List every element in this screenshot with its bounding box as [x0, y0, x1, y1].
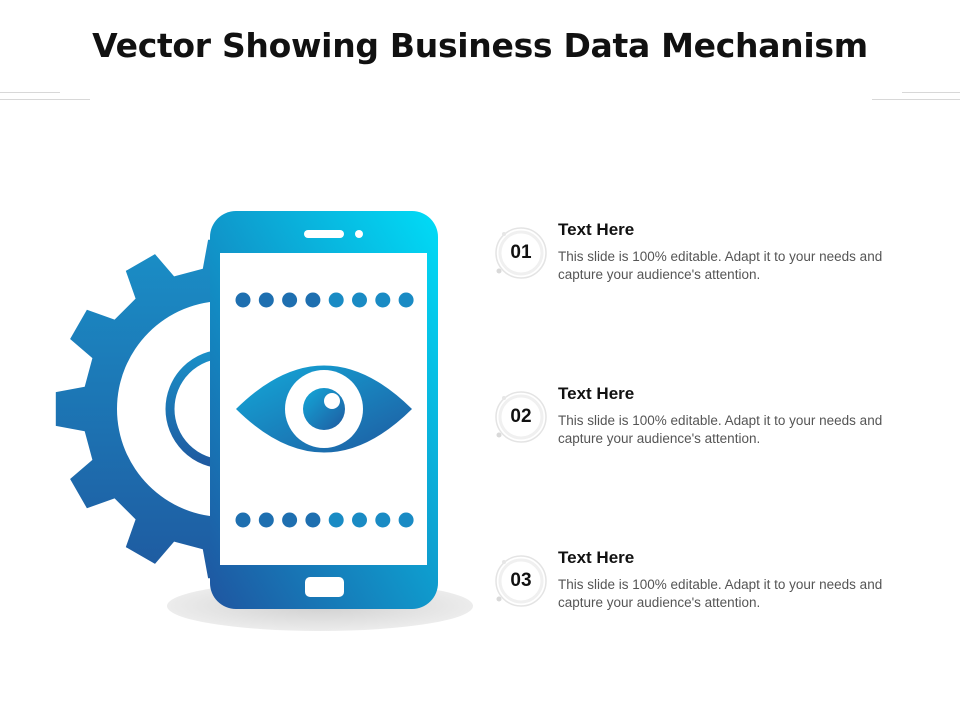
step-number: 02	[510, 406, 532, 427]
data-dot	[258, 512, 274, 528]
badge-ring-icon	[495, 391, 547, 443]
data-dot	[328, 292, 344, 308]
data-dots-bottom	[235, 512, 414, 528]
data-dots-top	[235, 292, 414, 308]
mechanism-illustration	[55, 211, 473, 631]
step-number: 03	[510, 570, 532, 591]
eye-icon	[236, 365, 412, 453]
step-description: This slide is 100% editable. Adapt it to…	[558, 413, 883, 446]
page-title: Vector Showing Business Data Mechanism	[92, 26, 868, 65]
phone-speaker	[304, 230, 344, 238]
step-item-2: 02 Text Here This slide is 100% editable…	[494, 384, 934, 470]
step-title: Text Here	[558, 220, 635, 239]
step-title: Text Here	[558, 548, 635, 567]
data-dot	[398, 292, 414, 308]
badge-ring-icon	[495, 227, 547, 279]
phone-home-button	[305, 577, 344, 597]
data-dot	[352, 512, 367, 528]
data-dot	[398, 512, 414, 528]
eye-iris	[303, 388, 345, 430]
step-item-3: 03 Text Here This slide is 100% editable…	[494, 548, 934, 634]
step-description: This slide is 100% editable. Adapt it to…	[558, 249, 883, 282]
step-badge: 03	[494, 554, 548, 608]
step-title: Text Here	[558, 384, 635, 403]
data-dot	[235, 512, 251, 528]
badge-ring-icon	[495, 555, 547, 607]
data-dot	[305, 292, 321, 308]
phone-camera	[355, 230, 363, 238]
data-dot	[258, 292, 274, 308]
data-dot	[235, 292, 251, 308]
step-item-1: 01 Text Here This slide is 100% editable…	[494, 220, 934, 306]
step-badge: 01	[494, 226, 548, 280]
data-dot	[328, 512, 344, 528]
data-dot	[282, 292, 298, 308]
header-rule-right	[872, 99, 960, 100]
header-rule-right-short	[902, 92, 960, 93]
step-description: This slide is 100% editable. Adapt it to…	[558, 577, 883, 610]
step-badge: 02	[494, 390, 548, 444]
header-rule-left	[0, 99, 90, 100]
step-number: 01	[510, 242, 532, 263]
header-rule-left-short	[0, 92, 60, 93]
data-dot	[305, 512, 321, 528]
eye-highlight	[324, 393, 340, 409]
data-dot	[282, 512, 298, 528]
data-dot	[375, 512, 391, 528]
data-dot	[375, 292, 391, 308]
data-dot	[352, 292, 367, 308]
